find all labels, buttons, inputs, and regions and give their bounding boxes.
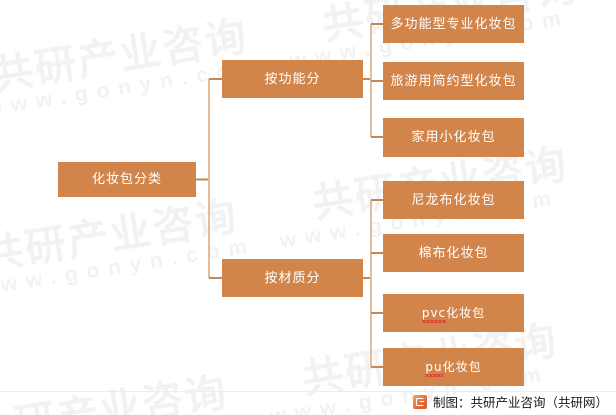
gonyn-logo-icon: [412, 394, 427, 409]
node-pvc[interactable]: pvc化妆包: [383, 294, 524, 332]
node-pvc-suffix: 化妆包: [446, 306, 486, 320]
node-pu-suffix: 化妆包: [442, 360, 482, 374]
node-home-small[interactable]: 家用小化妆包: [383, 118, 524, 157]
node-pvc-label: pvc化妆包: [422, 307, 485, 319]
node-pu-latin-prefix: pu: [425, 360, 443, 374]
node-travel-simple-label: 旅游用简约型化妆包: [390, 73, 517, 89]
node-multifunction-pro[interactable]: 多功能型专业化妆包: [383, 5, 524, 43]
node-cotton[interactable]: 棉布化妆包: [383, 234, 524, 272]
credit-text: 制图：共研产业咨询（共研网）: [432, 395, 608, 410]
node-pu-label: pu化妆包: [425, 361, 481, 373]
node-nylon-label: 尼龙布化妆包: [411, 192, 496, 208]
node-by-material-label: 按材质分: [264, 270, 321, 286]
node-by-function[interactable]: 按功能分: [222, 60, 363, 98]
credit: 制图：共研产业咨询（共研网）: [412, 392, 608, 411]
node-home-small-label: 家用小化妆包: [411, 130, 496, 145]
node-pu[interactable]: pu化妆包: [383, 348, 524, 386]
node-pvc-latin-prefix: pvc: [421, 306, 447, 320]
node-nylon[interactable]: 尼龙布化妆包: [383, 181, 524, 219]
node-by-material[interactable]: 按材质分: [222, 259, 363, 297]
footer-divider: [0, 391, 616, 392]
node-multifunction-pro-label: 多功能型专业化妆包: [390, 16, 517, 32]
node-travel-simple[interactable]: 旅游用简约型化妆包: [383, 62, 524, 100]
node-root[interactable]: 化妆包分类: [58, 162, 196, 197]
node-cotton-label: 棉布化妆包: [418, 245, 489, 261]
node-by-function-label: 按功能分: [264, 71, 321, 87]
node-root-label: 化妆包分类: [91, 172, 162, 187]
